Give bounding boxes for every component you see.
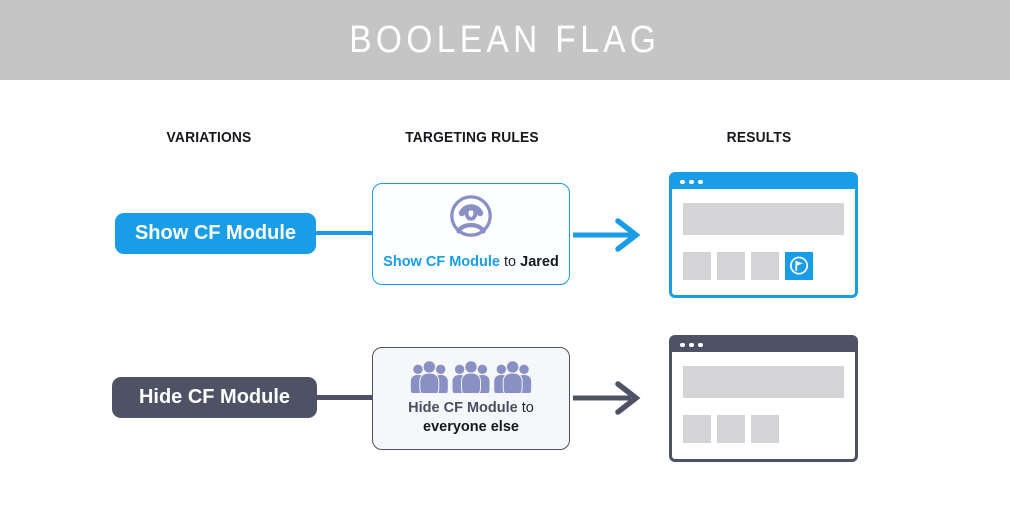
variation-pill-show: Show CF Module (115, 213, 316, 254)
rule-text-show: Show CF Module to Jared (373, 253, 569, 273)
rule-joiner: to (521, 399, 534, 416)
crowd-icon (373, 357, 569, 393)
arrow-right-icon (573, 381, 641, 415)
content-placeholder-row (683, 415, 779, 443)
column-header-results: RESULTS (726, 129, 792, 146)
content-placeholder-square (717, 252, 745, 280)
rule-joiner: to (504, 254, 517, 271)
browser-titlebar (672, 175, 855, 189)
rule-audience: everyone else (423, 419, 519, 436)
content-placeholder-banner (683, 203, 844, 235)
connector-line-show (313, 231, 373, 235)
window-dot-icon (680, 342, 685, 348)
window-dot-icon (698, 342, 703, 348)
targeting-rule-card-hide: Hide CF Module to everyone else (372, 347, 570, 450)
title-banner: BOOLEAN FLAG (0, 0, 1010, 80)
flag-circle-icon (790, 256, 808, 275)
connector-line-hide (314, 395, 373, 400)
rule-text-hide: Hide CF Module to everyone else (373, 399, 569, 438)
window-dot-icon (689, 342, 694, 348)
content-placeholder-row (683, 252, 813, 280)
targeting-rule-card-show: Show CF Module to Jared (372, 183, 570, 285)
content-placeholder-square (751, 415, 779, 443)
browser-titlebar (672, 338, 855, 352)
variation-pill-show-label: Show CF Module (134, 222, 297, 244)
cf-module-widget (785, 252, 813, 280)
browser-body (672, 352, 855, 459)
result-browser-show (669, 172, 858, 298)
variation-pill-hide-label: Hide CF Module (138, 386, 291, 408)
variation-pill-hide: Hide CF Module (112, 377, 317, 418)
content-placeholder-square (683, 415, 711, 443)
result-browser-hide (669, 335, 858, 462)
window-dot-icon (689, 179, 694, 185)
column-header-targeting-rules: TARGETING RULES (405, 129, 539, 146)
browser-body (672, 189, 855, 295)
content-placeholder-banner (683, 366, 844, 398)
rule-flag-name: Show CF Module (383, 254, 500, 271)
page-title: BOOLEAN FLAG (349, 18, 661, 61)
window-dot-icon (698, 179, 703, 185)
arrow-right-icon (573, 218, 641, 252)
rule-audience: Jared (520, 254, 559, 271)
window-dot-icon (680, 179, 685, 185)
content-placeholder-square (751, 252, 779, 280)
content-placeholder-square (717, 415, 745, 443)
rule-flag-name: Hide CF Module (408, 399, 518, 416)
content-placeholder-square (683, 252, 711, 280)
user-avatar-icon (373, 193, 569, 239)
column-header-variations: VARIATIONS (166, 129, 252, 146)
